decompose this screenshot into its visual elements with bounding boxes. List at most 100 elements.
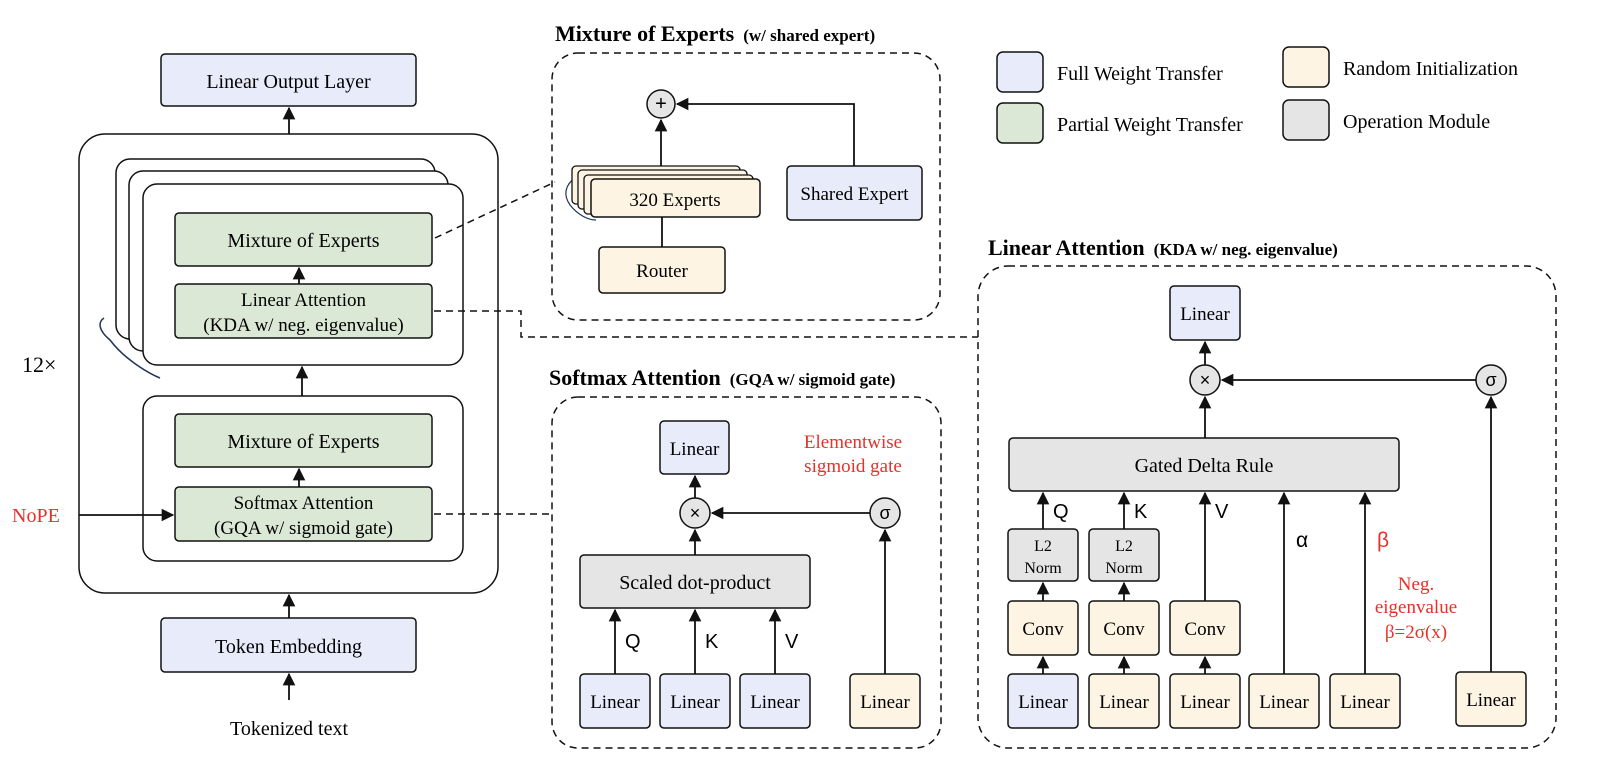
q-norm-label-2: Norm — [1024, 560, 1062, 577]
router-label: Router — [636, 261, 688, 282]
linear-panel-title: Linear Attention (KDA w/ neg. eigenvalue… — [988, 235, 1338, 260]
stack-card-curl — [99, 317, 161, 379]
panel-connectors — [434, 181, 978, 515]
linear-attention-box — [174, 283, 433, 339]
legend-swatch-partial — [996, 102, 1044, 144]
experts-stack-curl — [565, 177, 597, 221]
k-norm-label-1: L2 — [1115, 538, 1133, 555]
nope-label: NoPE — [12, 505, 60, 527]
softmax-k-label: K — [705, 631, 719, 653]
softmax-attention-box — [174, 486, 433, 542]
beta-linear-label: Linear — [1340, 692, 1390, 713]
legend-label-random: Random Initialization — [1343, 58, 1518, 80]
moe-panel: Mixture of Experts (w/ shared expert) + … — [551, 21, 941, 321]
softmax-out-linear-box — [659, 420, 730, 475]
arrow-shared-to-add — [675, 97, 855, 166]
softmax-gate-note-2: sigmoid gate — [804, 456, 902, 477]
kda-mul-node — [1189, 364, 1221, 396]
linear-attention-sublabel: (KDA w/ neg. eigenvalue) — [203, 315, 404, 336]
token-embedding-label: Token Embedding — [215, 636, 362, 658]
softmax-sigma-symbol: σ — [879, 503, 890, 523]
kda-mul-symbol: × — [1200, 370, 1211, 390]
gdr-label: Gated Delta Rule — [1135, 455, 1274, 477]
legend-swatch-operation — [1282, 99, 1330, 141]
legend-swatch-random — [1282, 46, 1330, 88]
moe-add-node — [646, 89, 676, 119]
softmax-q-linear-label: Linear — [590, 692, 640, 713]
softmax-q-linear-box — [579, 673, 651, 729]
softmax-v-linear-box — [739, 673, 811, 729]
legend: Full Weight Transfer Partial Weight Tran… — [996, 46, 1518, 144]
kda-gate-linear-label: Linear — [1466, 690, 1516, 711]
softmax-v-label: V — [785, 631, 799, 653]
kda-v-label: V — [1215, 501, 1229, 523]
q-linear-label: Linear — [1018, 692, 1068, 713]
beta-linear-box — [1329, 673, 1401, 729]
kda-alpha-label: α — [1296, 529, 1308, 552]
kda-out-linear-box — [1169, 285, 1241, 341]
k-linear-box — [1088, 673, 1160, 729]
v-conv-label: Conv — [1184, 619, 1226, 640]
tokenized-text-label: Tokenized text — [230, 718, 348, 740]
connector-linear-attention — [434, 310, 978, 338]
kda-k-label: K — [1134, 501, 1148, 523]
q-conv-box — [1007, 600, 1079, 656]
q-conv-label: Conv — [1022, 619, 1064, 640]
experts-box — [590, 178, 761, 218]
softmax-out-linear-label: Linear — [670, 439, 720, 460]
kda-q-label: Q — [1053, 501, 1069, 523]
shared-expert-label: Shared Expert — [800, 184, 909, 205]
q-norm-label-1: L2 — [1034, 538, 1052, 555]
softmax-attention-label: Softmax Attention — [234, 493, 374, 514]
v-linear-label: Linear — [1180, 692, 1230, 713]
softmax-panel-title: Softmax Attention (GQA w/ sigmoid gate) — [549, 365, 895, 390]
k-norm-label-2: Norm — [1105, 560, 1143, 577]
connector-moe — [434, 181, 556, 239]
softmax-panel: Softmax Attention (GQA w/ sigmoid gate) … — [549, 365, 942, 749]
softmax-panel-frame — [551, 396, 942, 749]
legend-swatch-full — [996, 51, 1044, 93]
k-linear-label: Linear — [1099, 692, 1149, 713]
softmax-mul-node — [679, 497, 711, 529]
lower-moe-box — [174, 413, 433, 468]
k-conv-box — [1088, 600, 1160, 656]
softmax-q-label: Q — [625, 631, 641, 653]
moe-panel-frame — [551, 52, 941, 321]
lower-moe-label: Mixture of Experts — [227, 431, 379, 453]
gdr-box — [1008, 437, 1400, 492]
softmax-gate-linear-box — [849, 673, 921, 729]
neg-eigen-note-2: eigenvalue — [1375, 597, 1457, 618]
kda-gate-linear-box — [1455, 671, 1527, 727]
output-layer-label: Linear Output Layer — [206, 71, 371, 93]
legend-label-partial: Partial Weight Transfer — [1057, 114, 1243, 136]
linear-attention-label: Linear Attention — [241, 290, 367, 311]
upper-moe-label: Mixture of Experts — [227, 230, 379, 252]
kda-sigma-symbol: σ — [1485, 370, 1496, 390]
moe-add-symbol: + — [655, 93, 667, 115]
neg-eigen-note-3: β=2σ(x) — [1385, 622, 1447, 643]
v-conv-box — [1169, 600, 1241, 656]
kda-out-linear-label: Linear — [1180, 304, 1230, 325]
alpha-linear-box — [1248, 673, 1320, 729]
sdp-box — [579, 554, 811, 609]
legend-label-operation: Operation Module — [1343, 111, 1490, 133]
upper-moe-box — [174, 212, 433, 267]
model-stack: Linear Output Layer 12× Mixture of Exper… — [12, 53, 499, 740]
linear-panel-frame — [977, 265, 1557, 749]
kda-beta-label: β — [1377, 529, 1389, 552]
alpha-linear-label: Linear — [1259, 692, 1309, 713]
router-box — [598, 246, 726, 294]
softmax-k-linear-label: Linear — [670, 692, 720, 713]
token-embedding-box — [160, 617, 417, 673]
legend-label-full: Full Weight Transfer — [1057, 63, 1223, 85]
softmax-v-linear-label: Linear — [750, 692, 800, 713]
k-norm-box — [1088, 528, 1160, 582]
v-linear-box — [1169, 673, 1241, 729]
k-conv-label: Conv — [1103, 619, 1145, 640]
softmax-attention-sublabel: (GQA w/ sigmoid gate) — [214, 518, 393, 539]
output-layer-box — [160, 53, 417, 107]
neg-eigen-note-1: Neg. — [1398, 574, 1434, 595]
sdp-label: Scaled dot-product — [619, 572, 771, 594]
linear-attention-panel: Linear Attention (KDA w/ neg. eigenvalue… — [977, 235, 1557, 749]
